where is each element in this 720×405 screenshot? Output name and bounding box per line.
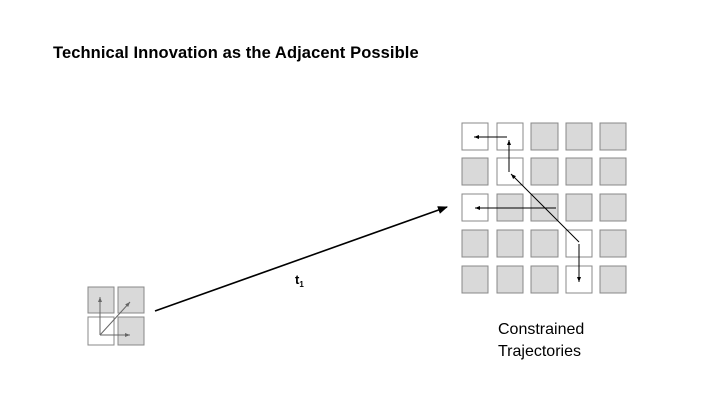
grid-cell (565, 157, 593, 186)
grid-cell-open (87, 316, 115, 346)
slide-title: Technical Innovation as the Adjacent Pos… (53, 44, 419, 62)
grid-cell (599, 193, 627, 222)
grid-cell (87, 286, 115, 314)
grid-cell (530, 265, 559, 294)
caption-line-1: Constrained (498, 321, 585, 338)
time-label-base: t (295, 272, 300, 287)
grid-cell (461, 229, 489, 258)
grid-cell (599, 229, 627, 258)
grid-cell (530, 122, 559, 151)
grid-cell-open (496, 157, 524, 186)
grid-cell (496, 229, 524, 258)
grid-cell (530, 157, 559, 186)
grid-cell (565, 193, 593, 222)
grid-cell-open (496, 122, 524, 151)
initial-state-grid (87, 286, 145, 346)
grid-cell (117, 316, 145, 346)
grid-cell (530, 229, 559, 258)
grid-cell (496, 265, 524, 294)
grid-cell (599, 265, 627, 294)
caption-line-2: Trajectories (498, 343, 581, 360)
possibility-arrow (99, 301, 131, 336)
grid-cell (117, 286, 145, 314)
time-arrow (154, 206, 448, 312)
grid-cell (599, 122, 627, 151)
constrained-trajectories-grid (461, 122, 627, 294)
time-label-subscript: 1 (299, 280, 304, 289)
time-label: t1 (295, 272, 304, 289)
grid-cell (461, 157, 489, 186)
grid-cell (565, 122, 593, 151)
grid-cell (461, 265, 489, 294)
grid-cell (599, 157, 627, 186)
grid-caption: Constrained Trajectories (498, 319, 584, 363)
